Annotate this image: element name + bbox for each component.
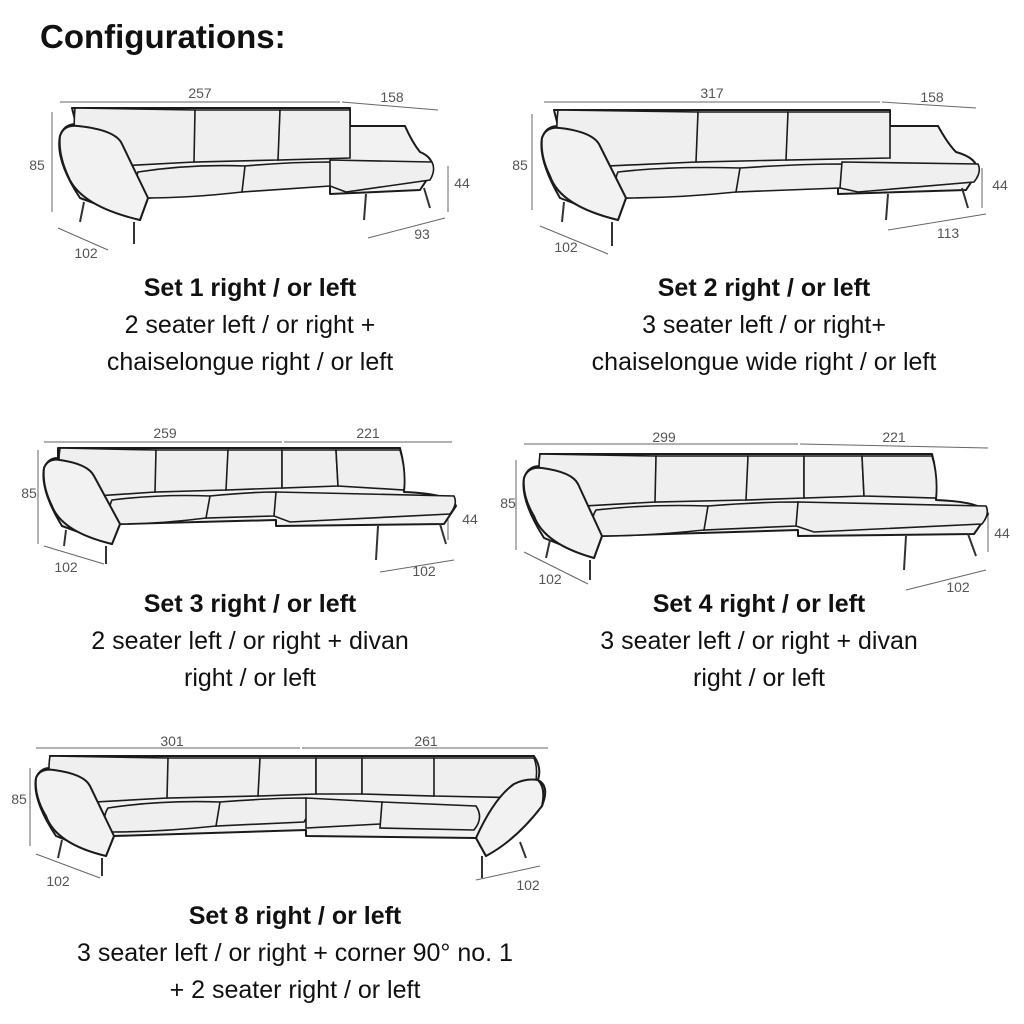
dim-height: 85 xyxy=(21,485,37,501)
dim-height: 85 xyxy=(500,495,516,511)
config-desc1-set8: 3 seater left / or right + corner 90° no… xyxy=(77,939,513,967)
config-desc2-set2: chaiselongue wide right / or left xyxy=(591,348,937,376)
dim-chaise-depth: 113 xyxy=(937,225,960,241)
dim-width-side: 158 xyxy=(380,89,404,105)
dim-depth: 102 xyxy=(54,559,78,575)
config-set8: 301 261 85 102 102 Set 8 right / or left… xyxy=(10,728,580,1018)
dim-seat-height: 44 xyxy=(454,175,470,191)
dim-height: 85 xyxy=(11,791,27,807)
config-desc2-set8: + 2 seater right / or left xyxy=(169,976,421,1004)
page-title: Configurations: xyxy=(40,18,286,55)
dim-width-side: 158 xyxy=(920,89,944,105)
dim-height: 85 xyxy=(29,157,45,173)
sofa-diagram-set3: 259 221 85 44 102 102 xyxy=(21,425,478,579)
dim-width-side: 221 xyxy=(882,429,906,445)
config-set3: 259 221 85 44 102 102 Set 3 right / or l… xyxy=(20,420,480,710)
dim-depth: 102 xyxy=(74,245,98,261)
sofa-diagram-set8: 301 261 85 102 102 xyxy=(11,733,548,893)
config-title-set1: Set 1 right / or left xyxy=(143,274,357,302)
config-set4: 299 221 85 44 102 102 Set 4 right / or l… xyxy=(498,420,1020,710)
dim-chaise-depth: 102 xyxy=(412,563,436,579)
config-title-set3: Set 3 right / or left xyxy=(143,590,357,618)
config-desc1-set1: 2 seater left / or right + xyxy=(124,311,376,339)
dim-width-main: 301 xyxy=(160,733,184,749)
sofa-diagram-set2: 317 158 85 44 102 113 xyxy=(512,85,1008,255)
config-title-set8: Set 8 right / or left xyxy=(188,902,402,930)
config-set1: 257 158 85 44 102 93 Set 1 right / or le… xyxy=(20,80,480,380)
dim-width-main: 259 xyxy=(153,425,177,441)
dim-depth: 102 xyxy=(538,571,562,587)
dim-width-main: 317 xyxy=(700,85,724,101)
dim-chaise-depth: 102 xyxy=(516,877,540,893)
dim-height: 85 xyxy=(512,157,528,173)
sofa-diagram-set4: 299 221 85 44 102 102 xyxy=(500,429,1010,595)
dim-chaise-depth: 93 xyxy=(414,226,430,242)
config-desc1-set4: 3 seater left / or right + divan xyxy=(600,627,918,655)
config-desc2-set3: right / or left xyxy=(184,664,316,692)
dim-chaise-depth: 102 xyxy=(946,579,970,595)
config-desc1-set3: 2 seater left / or right + divan xyxy=(91,627,409,655)
dim-width-main: 299 xyxy=(652,429,676,445)
dim-depth: 102 xyxy=(554,239,578,255)
sofa-diagram-set1: 257 158 85 44 102 93 xyxy=(29,85,470,261)
dim-seat-height: 44 xyxy=(462,511,478,527)
config-title-set2: Set 2 right / or left xyxy=(657,274,871,302)
dim-width-main: 257 xyxy=(188,85,212,101)
dim-seat-height: 44 xyxy=(994,525,1010,541)
dim-width-side: 261 xyxy=(414,733,438,749)
config-desc2-set4: right / or left xyxy=(693,664,825,692)
config-title-set4: Set 4 right / or left xyxy=(652,590,866,618)
config-desc1-set2: 3 seater left / or right+ xyxy=(642,311,886,339)
dim-seat-height: 44 xyxy=(992,177,1008,193)
dim-width-side: 221 xyxy=(356,425,380,441)
config-desc2-set1: chaiselongue right / or left xyxy=(106,348,394,376)
config-set2: 317 158 85 44 102 113 Set 2 right / or l… xyxy=(508,80,1020,380)
dim-depth: 102 xyxy=(46,873,70,889)
